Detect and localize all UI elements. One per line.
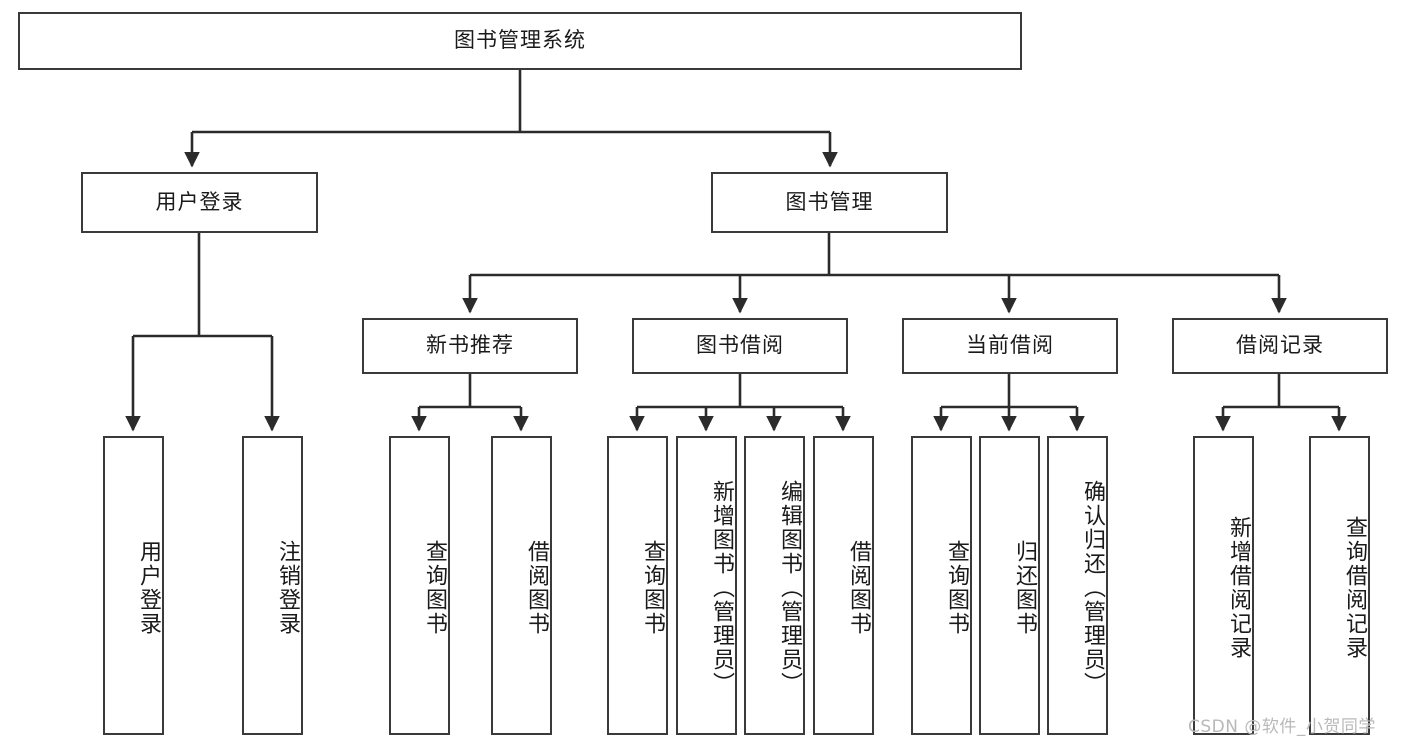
node-leaf-edit-book[interactable]: 编辑图书（管理员） [744, 436, 805, 735]
node-label: 图书借阅 [696, 333, 784, 358]
node-label: 借阅记录 [1236, 333, 1324, 358]
node-label: 用户登录 [155, 189, 244, 214]
node-book-manage[interactable]: 图书管理 [711, 172, 948, 233]
watermark-text: CSDN @软件_小贺同学 [1188, 717, 1376, 737]
node-label: 新书推荐 [426, 333, 514, 358]
node-leaf-query-book-1[interactable]: 查询图书 [389, 436, 450, 735]
node-label: 用户登录 [136, 539, 161, 636]
node-borrow-record[interactable]: 借阅记录 [1172, 318, 1388, 374]
node-label: 图书管理 [785, 189, 874, 214]
node-label: 新增图书（管理员） [709, 479, 734, 696]
node-label: 查询图书 [944, 539, 969, 636]
node-leaf-borrow-book-1[interactable]: 借阅图书 [491, 436, 552, 735]
node-label: 确认归还（管理员） [1080, 479, 1105, 696]
node-leaf-borrow-book-2[interactable]: 借阅图书 [813, 436, 874, 735]
node-leaf-return-book[interactable]: 归还图书 [979, 436, 1040, 735]
node-leaf-user-logout[interactable]: 注销登录 [242, 436, 303, 735]
node-leaf-user-login[interactable]: 用户登录 [103, 436, 164, 735]
node-leaf-query-record[interactable]: 查询借阅记录 [1309, 436, 1370, 735]
node-label: 编辑图书（管理员） [777, 479, 802, 696]
node-label: 当前借阅 [966, 333, 1054, 358]
node-label: 查询图书 [422, 539, 447, 636]
node-label: 归还图书 [1012, 539, 1037, 636]
node-leaf-query-book-3[interactable]: 查询图书 [911, 436, 972, 735]
node-leaf-add-record[interactable]: 新增借阅记录 [1193, 436, 1254, 735]
node-root-system[interactable]: 图书管理系统 [18, 12, 1022, 70]
node-new-book-rec[interactable]: 新书推荐 [362, 318, 578, 374]
node-label: 查询借阅记录 [1342, 515, 1367, 660]
node-book-borrow[interactable]: 图书借阅 [632, 318, 848, 374]
node-label: 查询图书 [640, 539, 665, 636]
node-current-borrow[interactable]: 当前借阅 [902, 318, 1118, 374]
node-label: 借阅图书 [846, 539, 871, 636]
node-label: 新增借阅记录 [1226, 515, 1251, 660]
node-user-login[interactable]: 用户登录 [81, 172, 318, 233]
node-label: 借阅图书 [524, 539, 549, 636]
node-label: 图书管理系统 [454, 28, 586, 53]
node-leaf-query-book-2[interactable]: 查询图书 [607, 436, 668, 735]
node-label: 注销登录 [275, 539, 300, 636]
node-leaf-add-book[interactable]: 新增图书（管理员） [676, 436, 737, 735]
node-leaf-confirm-return[interactable]: 确认归还（管理员） [1047, 436, 1108, 735]
